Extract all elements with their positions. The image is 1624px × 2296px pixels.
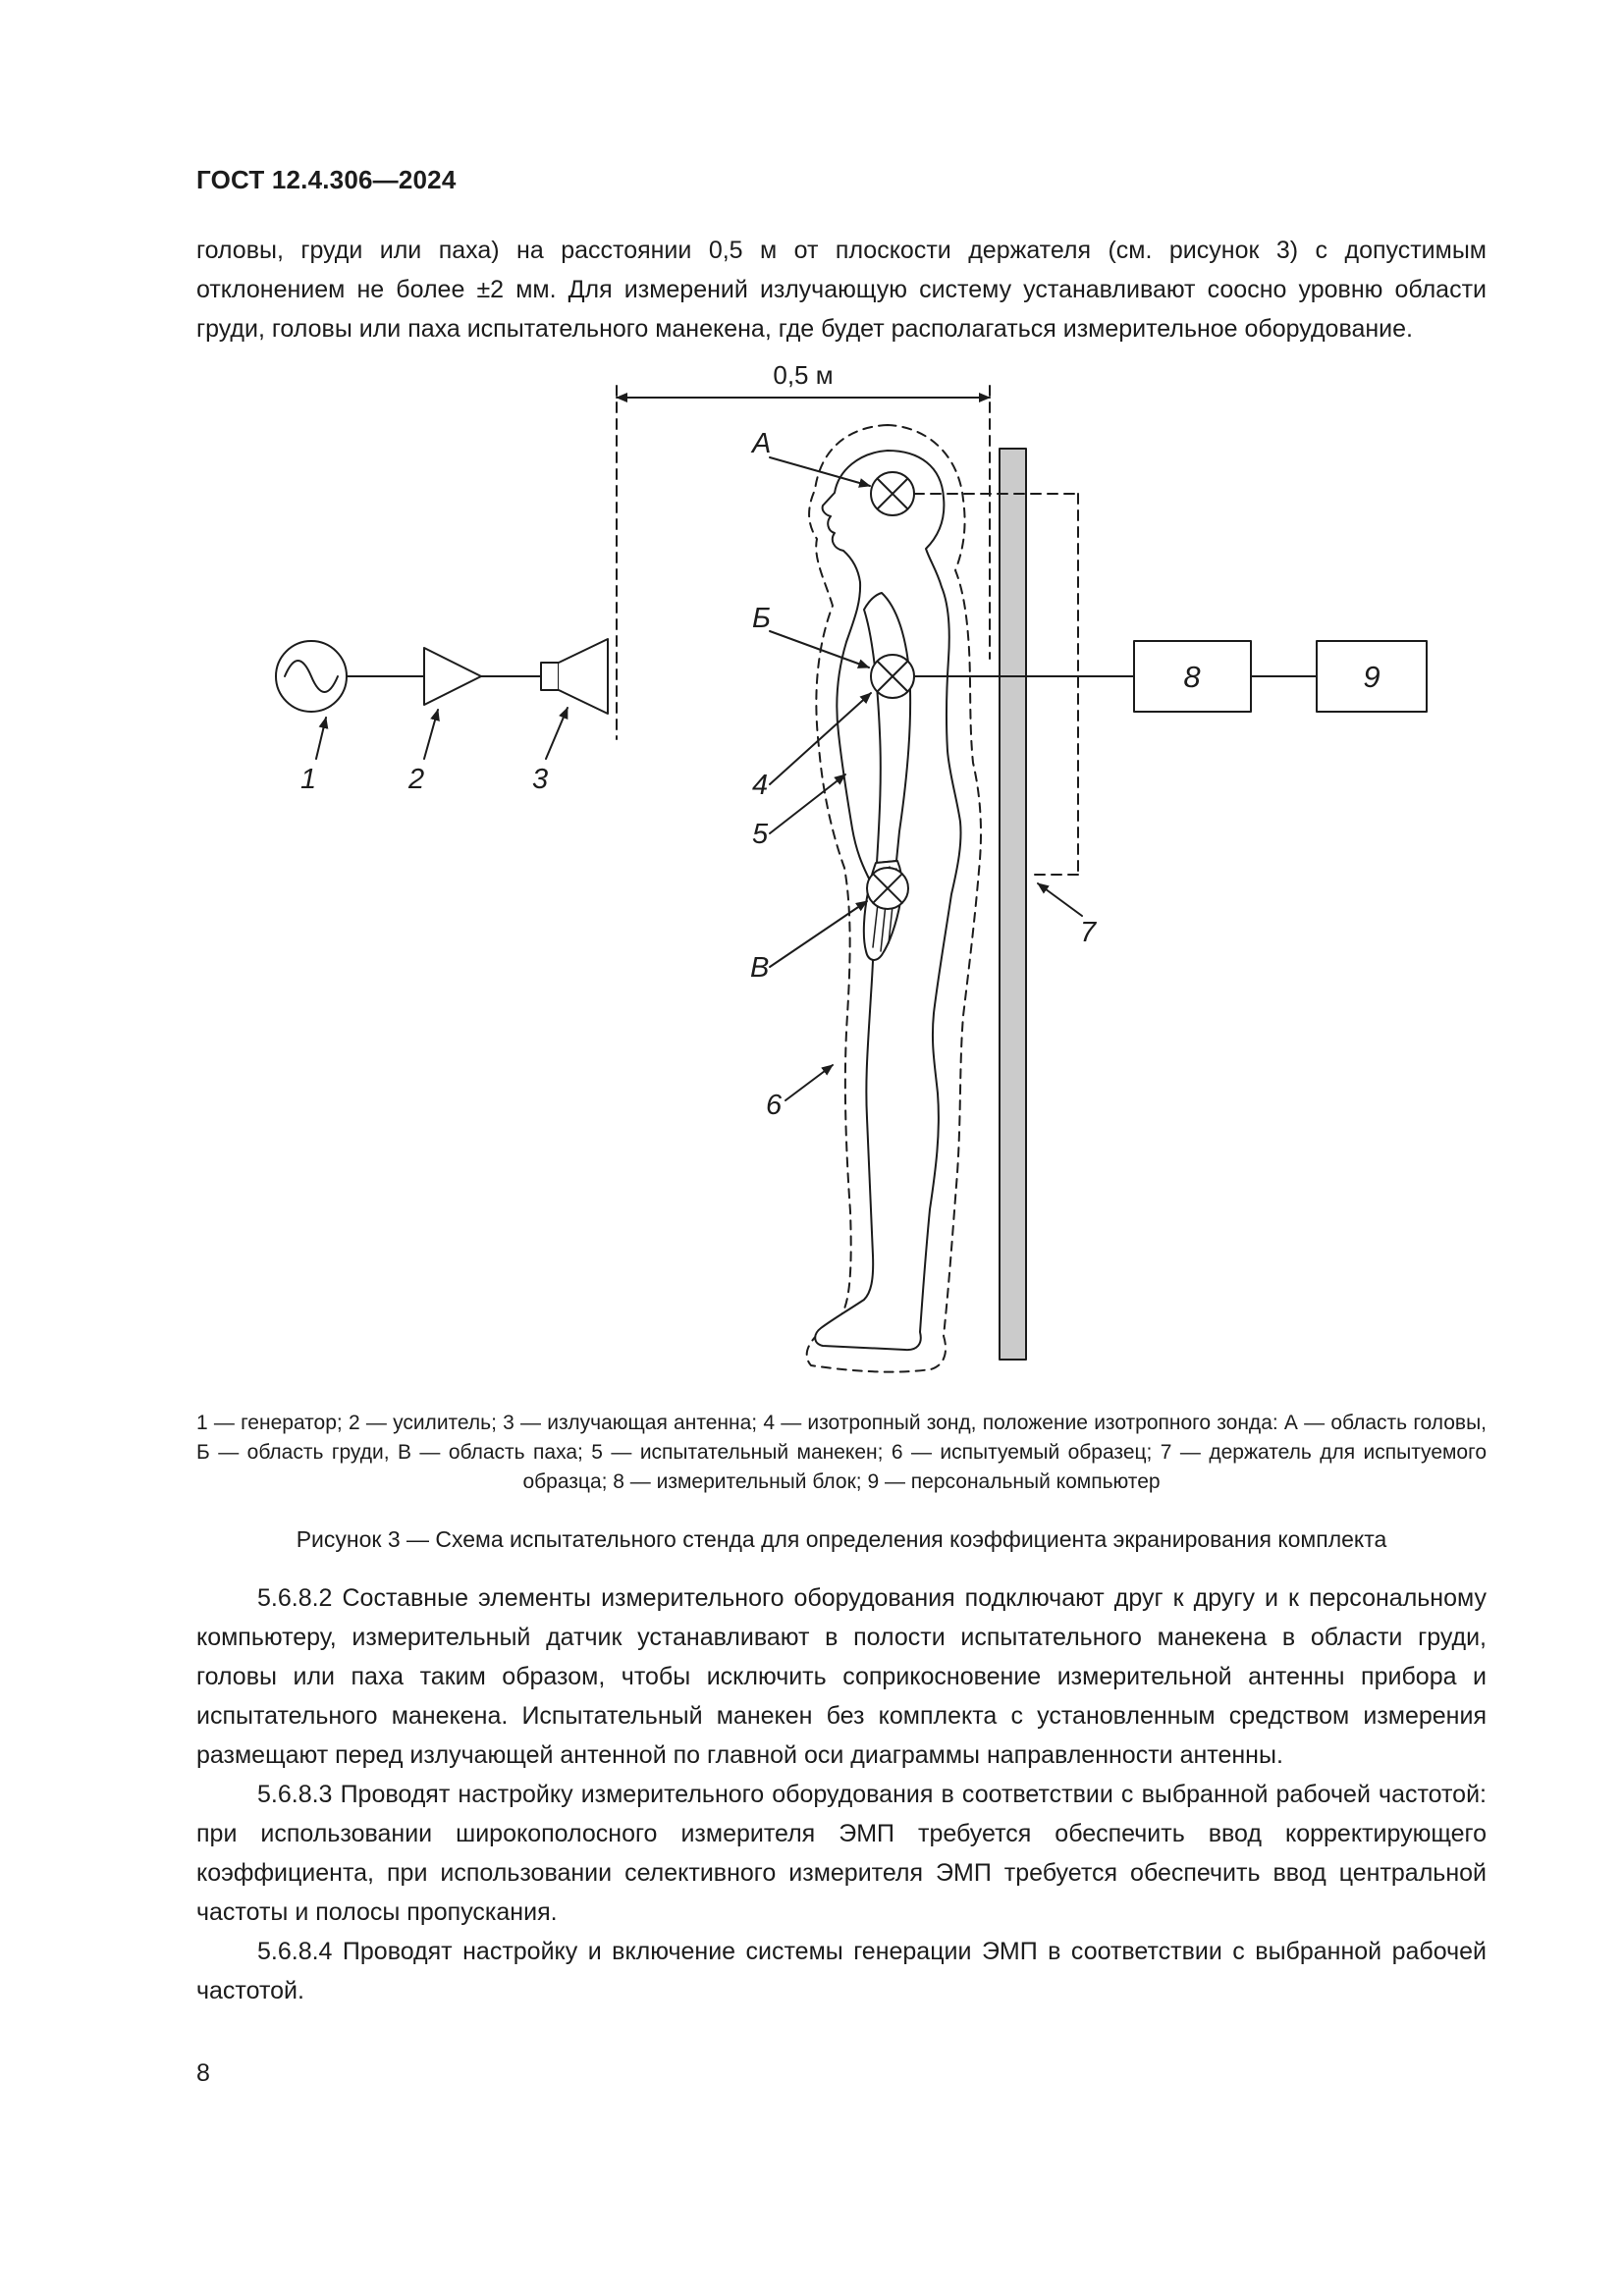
- section-5-6-8-3: 5.6.8.3 Проводят настройку измерительног…: [196, 1781, 1487, 1926]
- leader-antenna: [545, 707, 568, 760]
- leader-mannequin: [769, 774, 846, 834]
- leader-groin-position: [769, 900, 868, 968]
- document-header: ГОСТ 12.4.306—2024: [196, 165, 457, 194]
- label-measuring-unit: 8: [1183, 660, 1201, 694]
- leader-probe: [769, 692, 872, 785]
- page-number: 8: [196, 2059, 210, 2087]
- computer-box: [1316, 640, 1428, 713]
- amplifier-symbol: [423, 647, 482, 706]
- label-amplifier: 2: [407, 764, 424, 795]
- label-mannequin: 5: [752, 819, 769, 850]
- antenna-feed: [540, 662, 560, 691]
- section-5-6-8-2: 5.6.8.2 Составные элементы измерительног…: [196, 1584, 1487, 1769]
- label-sample: 6: [766, 1090, 783, 1121]
- probe-chest-cross: [876, 660, 909, 693]
- sine-wave-icon: [284, 660, 339, 693]
- probe-groin-cross: [872, 873, 903, 904]
- probe-head-cross: [876, 477, 909, 510]
- label-antenna: 3: [532, 764, 548, 795]
- leader-amplifier: [423, 709, 440, 760]
- leader-head-position: [769, 456, 871, 488]
- label-generator: 1: [300, 764, 316, 795]
- figure-legend: 1 — генератор; 2 — усилитель; 3 — излуча…: [196, 1412, 1487, 1493]
- label-probe: 4: [752, 770, 768, 801]
- label-head-position: А: [750, 428, 771, 459]
- leader-holder: [1037, 882, 1083, 917]
- leader-chest-position: [769, 630, 870, 668]
- test-stand-schematic: 0,5 м 1 2 3 А Б 4 5 В 6 7 8 9: [275, 360, 1428, 1373]
- intro-paragraph: головы, груди или паха) на расстоянии 0,…: [196, 237, 1487, 343]
- figure-3-diagram: 0,5 м 1 2 3 А Б 4 5 В 6 7 8 9: [177, 360, 1473, 1393]
- label-computer: 9: [1363, 660, 1380, 694]
- content-column: ГОСТ 12.4.306—2024 головы, груди или пах…: [196, 165, 1487, 2010]
- leader-sample: [785, 1064, 834, 1101]
- antenna-horn-symbol: [558, 638, 609, 715]
- garment-outline: [805, 424, 982, 1373]
- leader-generator: [315, 717, 329, 760]
- holder-panel: [999, 448, 1027, 1361]
- section-5-6-8-4: 5.6.8.4 Проводят настройку и включение с…: [196, 1938, 1487, 2004]
- dimension-label: 0,5 м: [773, 362, 833, 390]
- label-holder: 7: [1080, 917, 1098, 948]
- label-groin-position: В: [750, 952, 769, 984]
- measuring-unit-box: [1133, 640, 1252, 713]
- label-chest-position: Б: [752, 603, 771, 634]
- figure-caption: Рисунок 3 — Схема испытательного стенда …: [296, 1526, 1387, 1552]
